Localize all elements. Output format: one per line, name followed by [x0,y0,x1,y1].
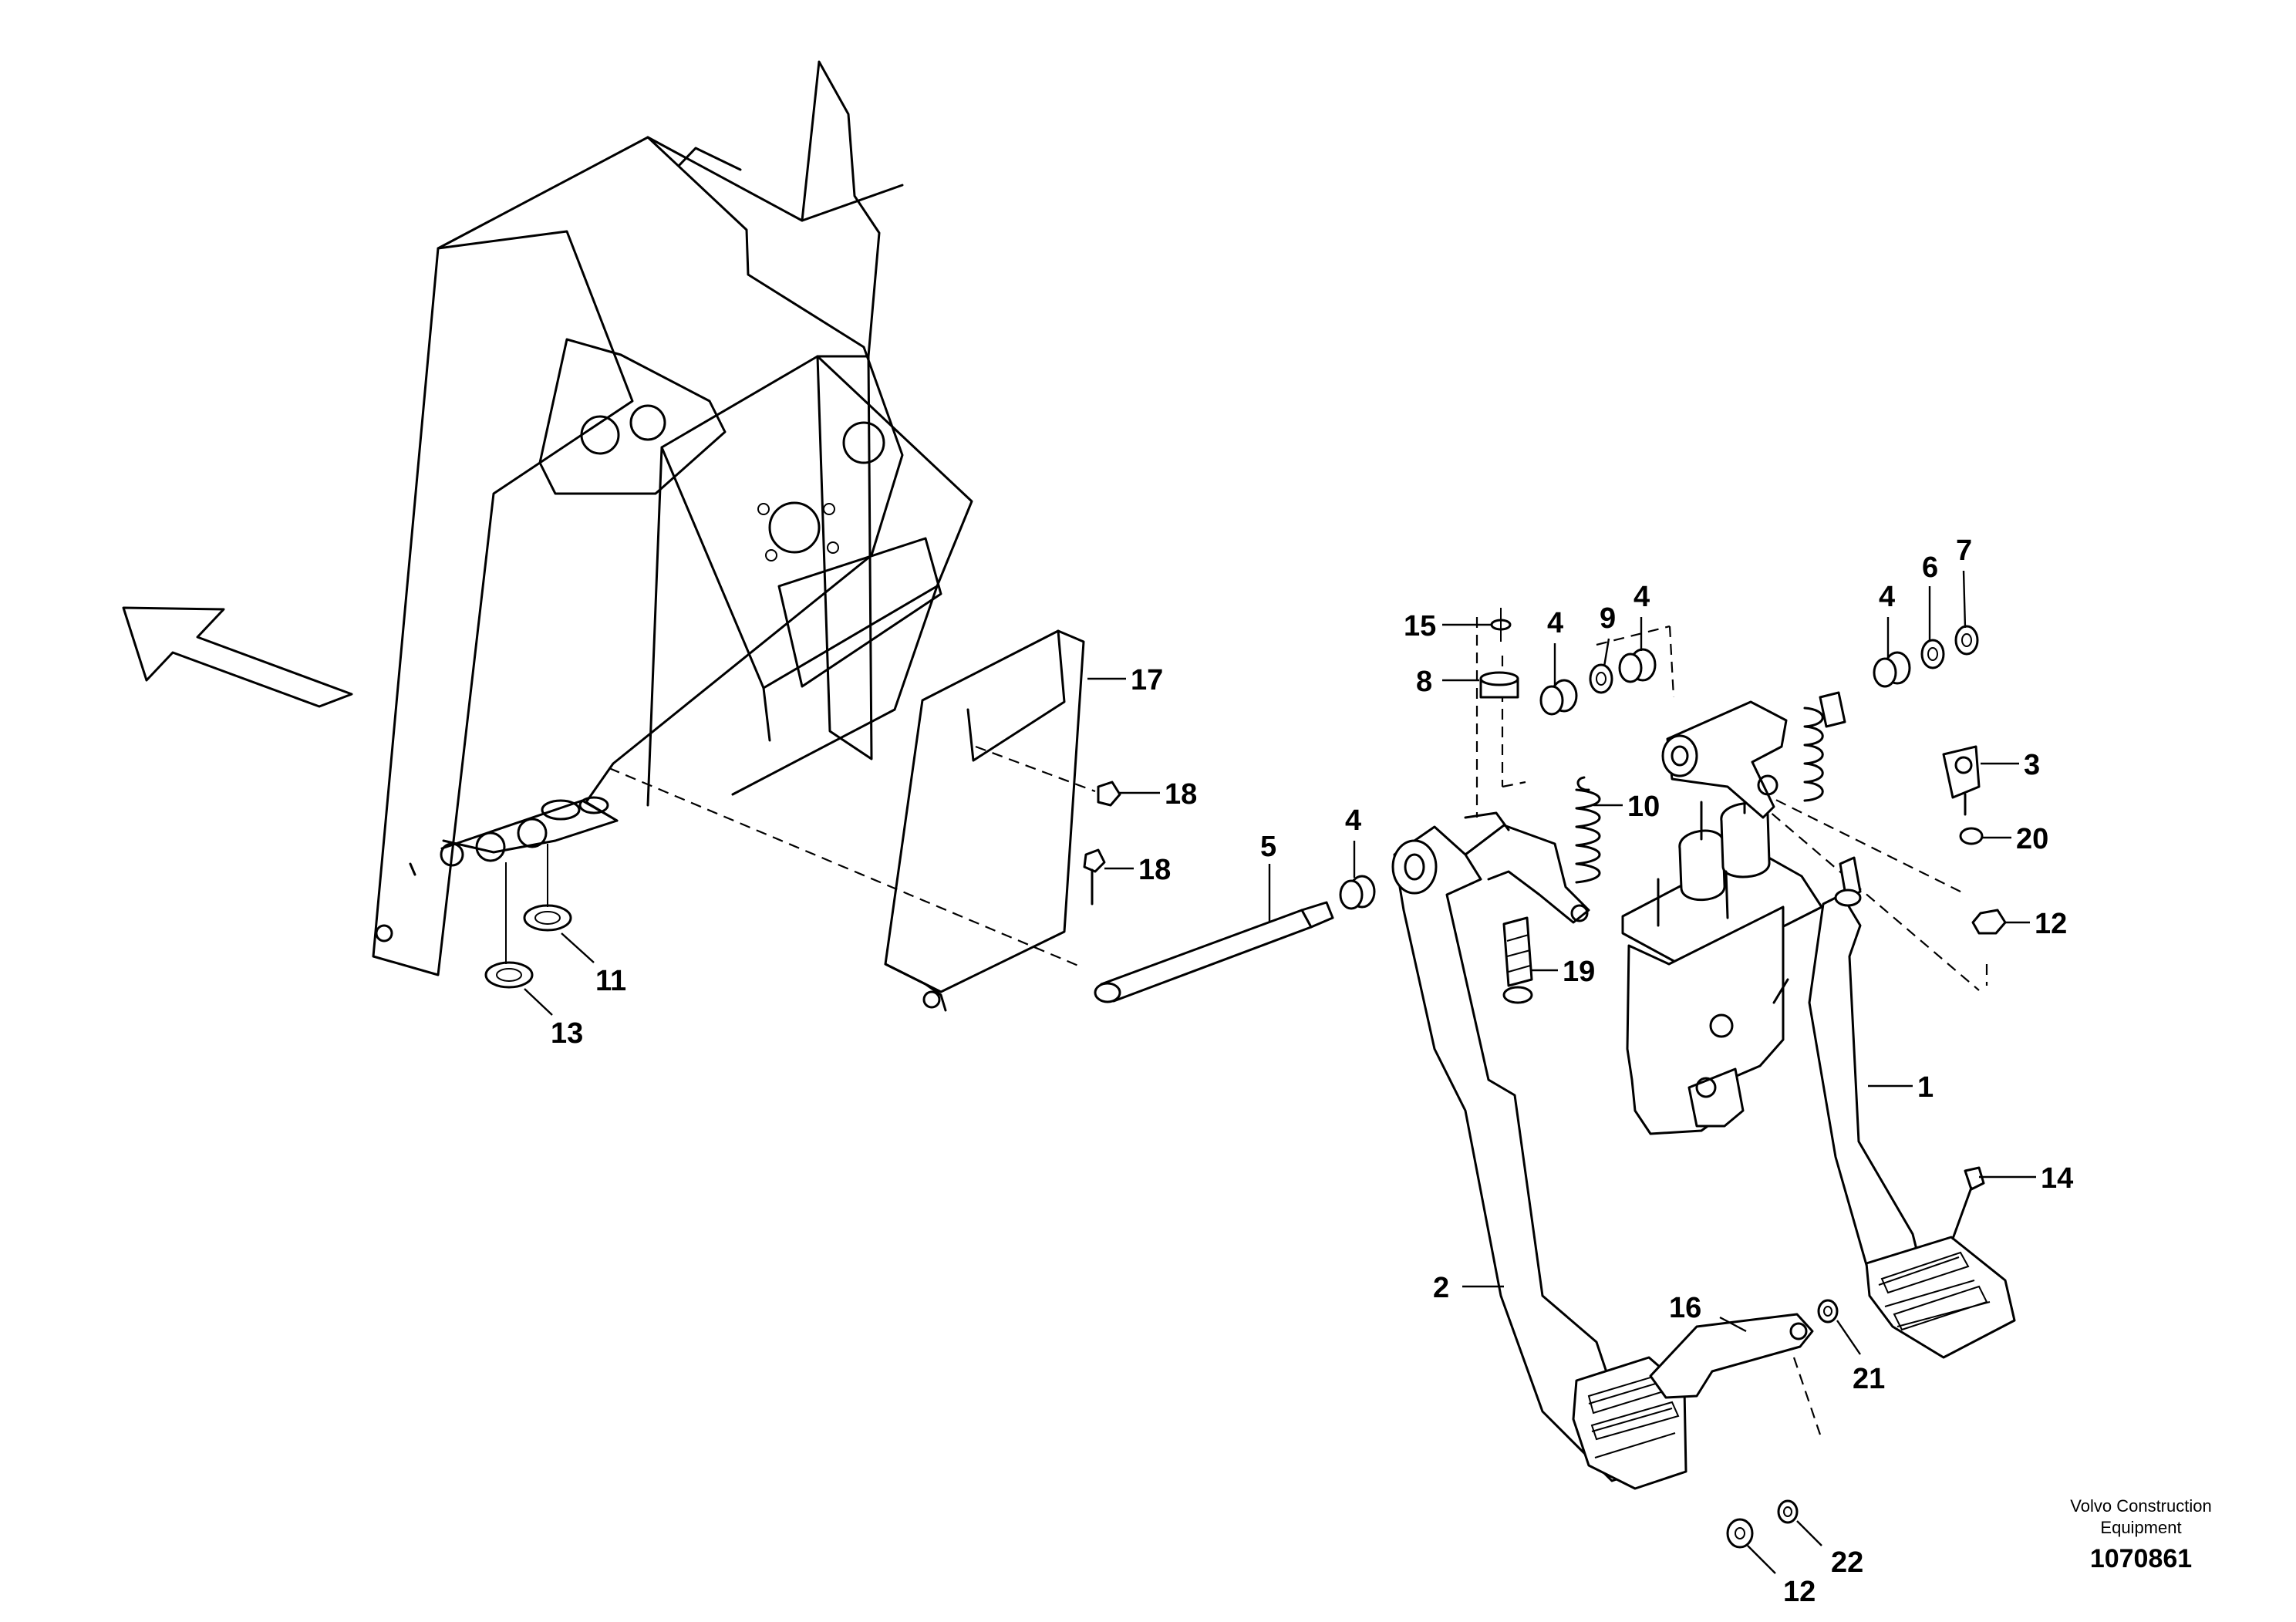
callout-10: 10 [1627,791,1660,823]
pedal-link-16 [1649,1313,1814,1399]
washer-6 [1920,639,1945,669]
washer-22 [1777,1499,1799,1524]
spring-upper [1803,706,1824,802]
brake-valve [1621,770,1823,1135]
bolt-18-upper [1097,781,1121,807]
nut-20 [1959,827,1984,845]
company-name-line1: Volvo Construction [2070,1496,2211,1516]
stop-light-switch-19 [1502,916,1533,1004]
bushing-4-top-right [1873,651,1911,688]
callout-18: 18 [1138,854,1171,886]
nut-12-lower [1726,1518,1754,1549]
drawing-footer: Volvo Construction Equipment 1070861 [2070,1496,2211,1573]
callout-1: 1 [1917,1071,1934,1104]
washer-9 [1589,663,1613,694]
company-name-line2: Equipment [2100,1518,2181,1537]
washer-21 [1817,1299,1839,1324]
callout-13: 13 [551,1017,583,1050]
callout-20: 20 [2016,823,2048,855]
callout-2: 2 [1433,1272,1449,1304]
return-spring-10 [1575,776,1601,884]
callout-3: 3 [2024,749,2040,781]
callout-4: 4 [1879,581,1895,613]
adjusting-pin-right [1834,856,1862,907]
callout-12: 12 [1783,1576,1816,1608]
callout-4: 4 [1345,804,1361,837]
spring-connector [1819,691,1846,728]
direction-arrow [122,606,353,708]
callout-21: 21 [1853,1363,1885,1395]
bolt-18-lower [1083,848,1106,905]
brake-pedal-1 [1808,893,2016,1359]
callout-14: 14 [2041,1162,2073,1195]
callout-8: 8 [1416,666,1432,698]
callout-16: 16 [1669,1292,1701,1324]
bushing-4-top-left [1539,679,1578,716]
grommet-13 [484,961,534,989]
callout-19: 19 [1563,956,1595,988]
nut-12-upper [1971,909,2007,935]
washer-15 [1490,608,1512,642]
pedal-support-frame [372,60,973,976]
callout-7: 7 [1956,534,1972,567]
callout-labels: 15 8 4 9 4 4 6 7 17 18 18 10 3 20 12 4 5… [551,534,2073,1608]
washer-7 [1954,625,1979,656]
callout-6: 6 [1922,551,1938,584]
callout-22: 22 [1831,1546,1863,1579]
rocker-lever [1661,700,1788,819]
callout-12: 12 [2035,908,2067,940]
bolt-14 [1951,1166,1985,1240]
callout-17: 17 [1131,664,1163,696]
callout-15: 15 [1404,610,1436,642]
bushing-8 [1479,671,1519,699]
bushing-4-shaft [1339,875,1376,910]
callout-9: 9 [1600,602,1616,635]
guard-plate [884,629,1085,1012]
drawing-number: 1070861 [2090,1544,2192,1573]
leader-lines [524,570,2036,1574]
callout-5: 5 [1260,831,1276,863]
callout-11: 11 [595,965,626,997]
callout-18: 18 [1165,778,1197,811]
brake-pedal-2 [1391,811,1687,1490]
pivot-shaft [1094,901,1334,1003]
grommet-11 [523,904,572,932]
bushing-4-top-mid [1618,648,1657,683]
callout-4: 4 [1633,581,1650,613]
callout-4: 4 [1547,607,1563,639]
clevis-3 [1942,745,1981,816]
